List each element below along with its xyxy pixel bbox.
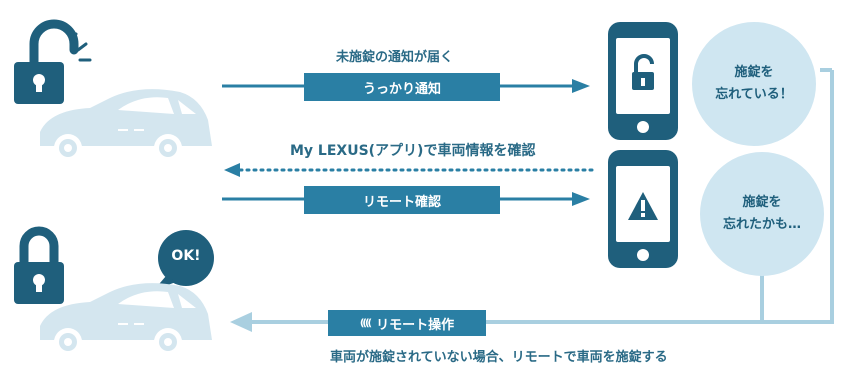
bubble-line: 施錠を [742,195,782,210]
return-arrowhead [230,312,252,332]
phone-warning-icon [608,150,678,268]
bubble-line: 施錠を [734,65,774,80]
remote-operation-label: リモート操作 [376,317,455,333]
arrow-check-dotted [224,163,596,177]
remote-check-pill: リモート確認 [304,186,500,214]
forgot-lock-bubble: 施錠を 忘れている！ [692,22,816,146]
phone-unlocked-icon [608,22,678,140]
alert-marks-icon [70,32,92,62]
remote-operation-pill: (((( リモート操作 [328,310,486,336]
notify-pill: うっかり通知 [304,73,500,101]
car-top-icon [40,89,212,162]
bubble-line: 忘れている！ [715,87,793,102]
bottom-caption: 車両が施錠されていない場合、リモートで車両を施錠する [330,350,668,365]
ok-badge-text: OK! [171,248,201,264]
notify-caption: 未施錠の通知が届く [336,50,454,65]
locked-padlock-icon [14,226,64,304]
car-bottom-icon [40,283,212,356]
unlocked-padlock-icon [14,19,79,104]
signal-icon: (((( [359,317,372,329]
app-check-caption: My LEXUS(アプリ)で車両情報を確認 [290,143,536,159]
bubble-line: 忘れたかも… [722,217,801,232]
forgot-maybe-bubble: 施錠を 忘れたかも… [700,152,824,276]
